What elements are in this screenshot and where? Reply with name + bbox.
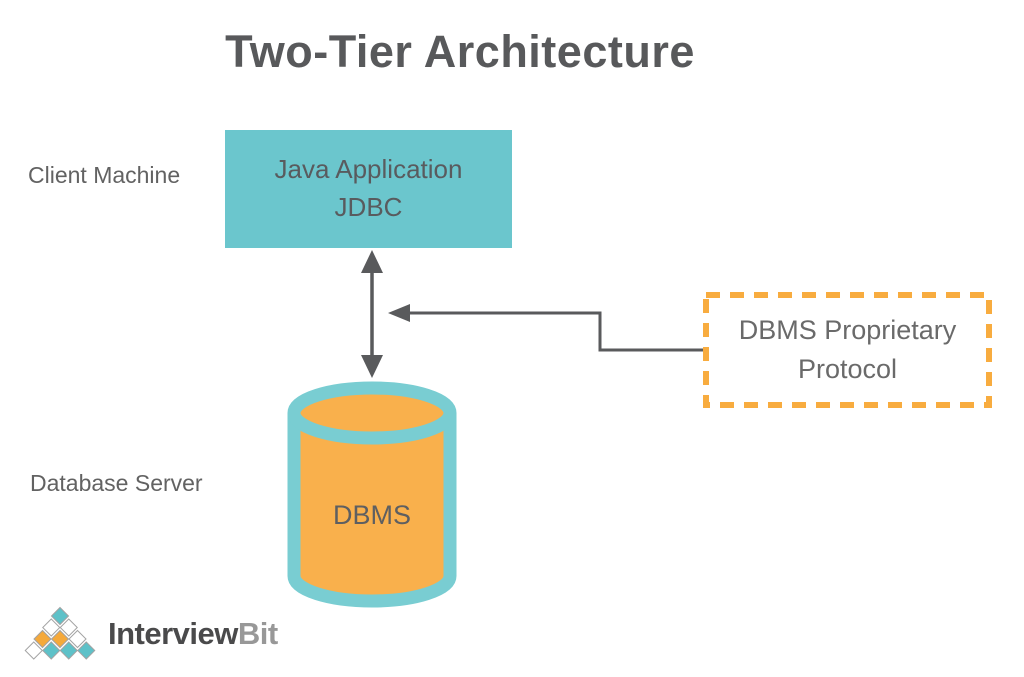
protocol-connector-arrow xyxy=(388,304,703,352)
protocol-box-border xyxy=(703,292,992,408)
logo-pyramid-icon xyxy=(24,606,96,660)
java-application-label: Java Application xyxy=(274,154,463,185)
interviewbit-logo: InterviewBit xyxy=(24,604,278,666)
dbms-cylinder-icon xyxy=(287,381,457,608)
dbms-label: DBMS xyxy=(332,500,411,530)
diagram-title: Two-Tier Architecture xyxy=(225,26,695,77)
logo-wordmark: InterviewBit xyxy=(108,618,278,653)
client-dbms-arrow xyxy=(361,250,383,378)
database-server-label: Database Server xyxy=(30,470,203,496)
protocol-label-line2: Protocol xyxy=(797,354,898,384)
java-application-box: Java Application JDBC xyxy=(225,130,512,248)
protocol-box: DBMS Proprietary Protocol xyxy=(703,292,992,408)
protocol-label-line1: DBMS Proprietary xyxy=(738,314,957,345)
client-machine-label: Client Machine xyxy=(28,162,181,188)
logo-text-interview: Interview xyxy=(108,615,238,651)
logo-text-bit: Bit xyxy=(237,615,278,651)
jdbc-label: JDBC xyxy=(334,192,403,222)
